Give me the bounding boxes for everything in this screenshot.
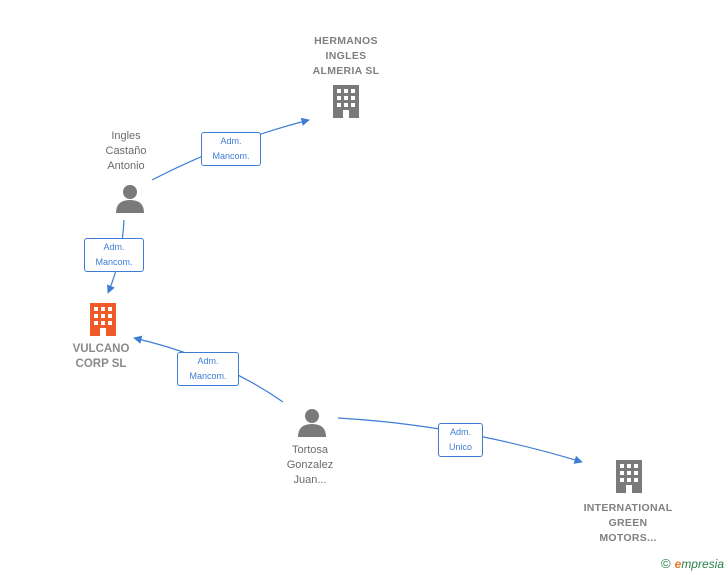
node-label-international[interactable]: INTERNATIONAL GREEN MOTORS... [583,502,673,544]
node-label-ingles[interactable]: Ingles Castaño Antonio [105,130,147,172]
copyright-icon: © [661,556,671,571]
edge-label-ingles-vulcano[interactable]: Adm. Mancom. [84,238,144,272]
node-label-tortosa[interactable]: Tortosa Gonzalez Juan... [286,444,334,486]
node-label-vulcano[interactable]: VULCANO CORP SL [72,343,130,370]
edge-label-tortosa-international[interactable]: Adm. Unico [438,423,483,457]
person-icon[interactable] [116,185,144,213]
edge-label-tortosa-vulcano[interactable]: Adm. Mancom. [177,352,239,386]
person-icon[interactable] [298,409,326,437]
building-icon[interactable] [616,460,642,493]
node-label-hermanos[interactable]: HERMANOS INGLES ALMERIA SL [312,35,380,77]
building-icon[interactable] [333,85,359,118]
edge-label-ingles-hermanos[interactable]: Adm. Mancom. [201,132,261,166]
brand-logo: empresia [674,556,724,571]
brand-watermark: © empresia [661,556,724,571]
building-icon[interactable] [90,303,116,336]
